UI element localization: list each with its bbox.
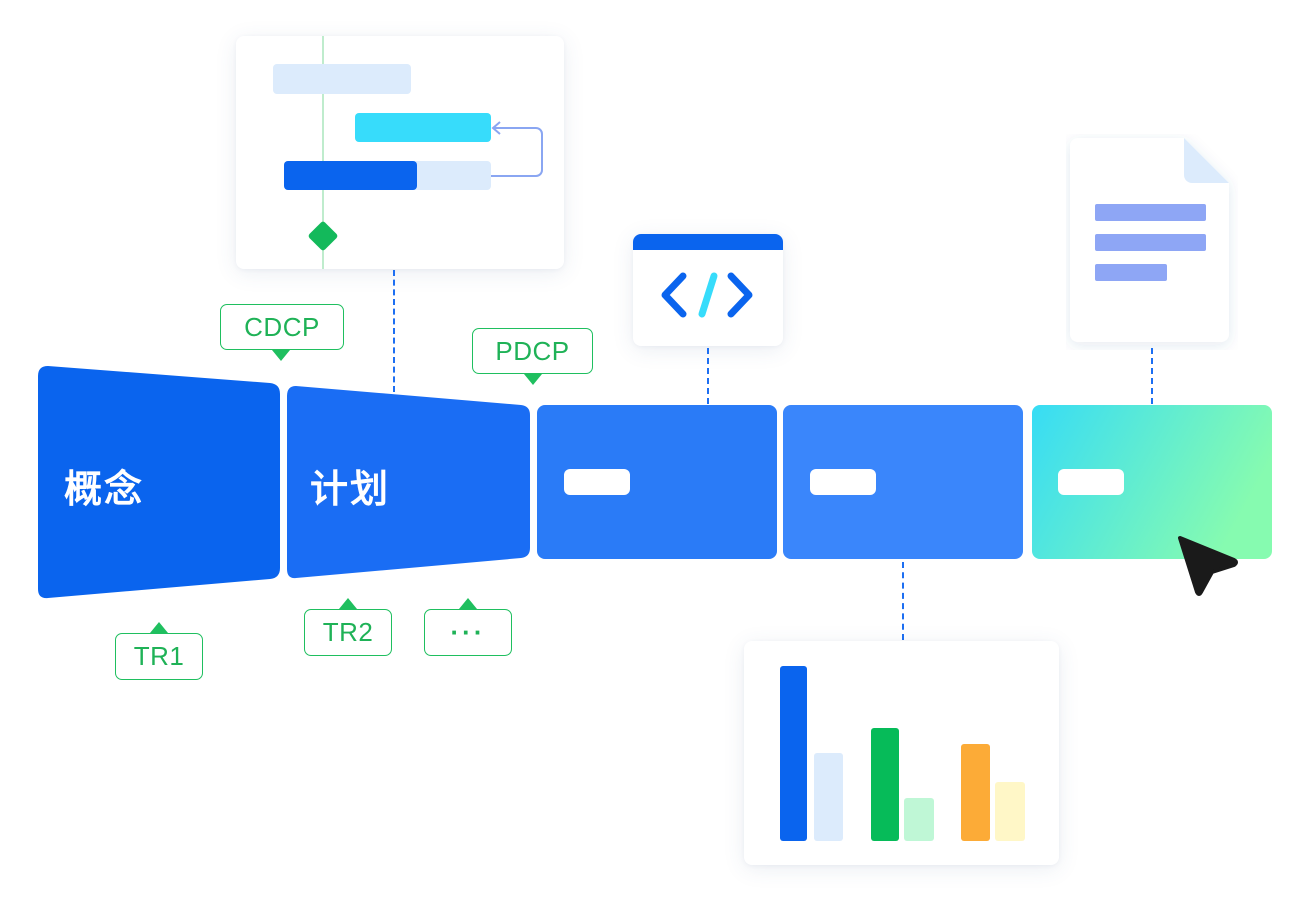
stage-verify-placeholder (810, 469, 876, 495)
gantt-task-bar-2 (355, 113, 491, 142)
code-window-card (633, 234, 783, 346)
milestone-tr2: TR2 (304, 609, 392, 656)
milestone-cdcp: CDCP (220, 304, 344, 350)
cursor-arrow-icon (1178, 536, 1238, 596)
document-connector (1151, 348, 1153, 404)
stage-release-placeholder (1058, 469, 1124, 495)
code-window-titlebar (633, 234, 783, 250)
stage-develop-placeholder (564, 469, 630, 495)
gantt-connector (393, 270, 395, 392)
gantt-chart-card (236, 36, 564, 269)
stage-verify-shape (783, 405, 1023, 559)
stage-concept-label: 概念 (64, 467, 145, 511)
stage-plan-label: 计划 (310, 467, 391, 511)
document-icon (1070, 138, 1229, 342)
code-connector (707, 348, 709, 404)
code-brackets-icon (661, 272, 753, 318)
milestone-more-pointer (459, 598, 477, 609)
milestone-pdcp-pointer (524, 374, 542, 385)
milestone-tr1: TR1 (115, 633, 203, 680)
gantt-dependency-arrow (491, 127, 543, 177)
bar-blue-secondary (814, 753, 843, 841)
stage-develop-shape (537, 405, 777, 559)
milestone-tr2-pointer (339, 598, 357, 609)
bar-blue-primary (780, 666, 807, 841)
chart-connector (902, 562, 904, 640)
stage-concept-shape (38, 366, 280, 599)
stage-plan-shape (287, 386, 530, 579)
bar-orange-primary (961, 744, 990, 841)
bar-green-primary (871, 728, 899, 841)
stage-shapes (38, 366, 1272, 599)
milestone-more: ··· (424, 609, 512, 656)
diamond-icon (308, 221, 338, 251)
stage-release-shape (1032, 405, 1272, 559)
gantt-task-bar-3-progress (284, 161, 417, 190)
milestone-tr1-pointer (150, 622, 168, 633)
bar-green-secondary (904, 798, 934, 841)
gantt-chart-graphic (273, 36, 543, 269)
milestone-pdcp: PDCP (472, 328, 593, 374)
milestone-cdcp-pointer (272, 350, 290, 361)
bar-chart-card (744, 641, 1059, 865)
gantt-task-bar-1 (273, 64, 411, 94)
bar-orange-secondary (995, 782, 1025, 841)
